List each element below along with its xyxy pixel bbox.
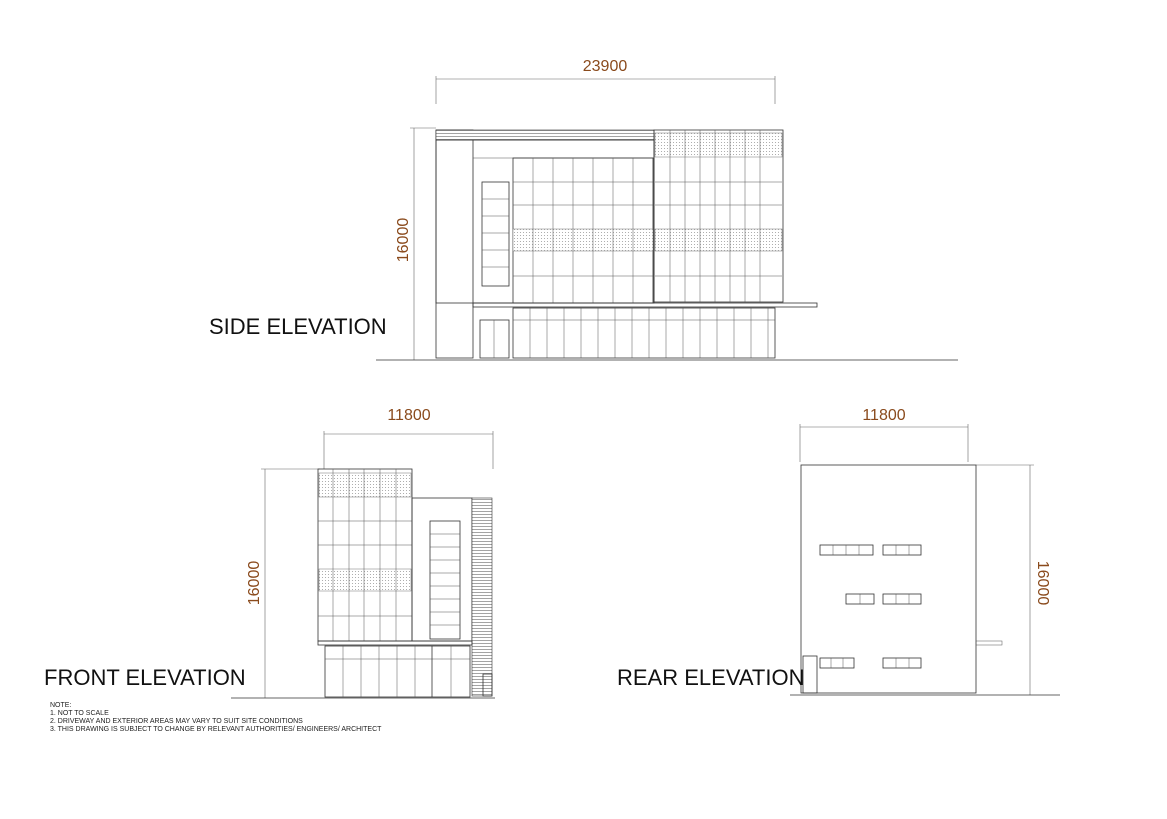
note-item-3: 3. THIS DRAWING IS SUBJECT TO CHANGE BY … — [50, 726, 382, 733]
side-upper-mass — [435, 139, 655, 304]
front-louver-screen — [471, 497, 493, 697]
side-stair-window — [481, 181, 510, 287]
note-item-2: 2. DRIVEWAY AND EXTERIOR AREAS MAY VARY … — [50, 718, 303, 725]
front-canopy — [317, 640, 473, 646]
front-elevation-title: FRONT ELEVATION — [44, 665, 246, 690]
front-width-dimension: 11800 — [323, 407, 494, 469]
side-canopy — [472, 302, 818, 308]
rear-elevation-title: REAR ELEVATION — [617, 665, 804, 690]
notes-heading: NOTE: — [50, 702, 71, 709]
side-height-dim-label: 16000 — [395, 218, 412, 263]
front-ground-floor — [324, 645, 471, 698]
front-stair-core — [411, 497, 473, 642]
side-width-dim-label: 23900 — [583, 58, 628, 75]
front-width-dim-label: 11800 — [387, 407, 430, 424]
rear-width-dimension: 11800 — [799, 407, 969, 462]
front-curtain-wall — [317, 468, 413, 642]
side-right-block — [653, 129, 784, 303]
front-height-dim-label: 16000 — [246, 561, 263, 606]
side-ground-floor — [479, 307, 776, 359]
front-elevation: 11800 16000 — [44, 407, 495, 699]
side-elevation-title: SIDE ELEVATION — [209, 314, 387, 339]
side-curtain-wall-left — [512, 157, 654, 304]
front-side-door — [482, 673, 493, 697]
rear-height-dim-label: 16000 — [1034, 561, 1051, 606]
side-width-dimension: 23900 — [435, 58, 776, 104]
rear-main-wall — [800, 464, 977, 694]
side-height-dimension: 16000 — [395, 127, 436, 360]
note-item-1: 1. NOT TO SCALE — [50, 710, 109, 717]
rear-door — [802, 655, 818, 694]
drawing-notes: NOTE: 1. NOT TO SCALE 2. DRIVEWAY AND EX… — [50, 702, 382, 733]
rear-width-dim-label: 11800 — [862, 407, 905, 424]
front-height-dimension: 16000 — [246, 468, 320, 698]
rear-windows — [819, 544, 922, 669]
side-left-wall — [435, 129, 474, 359]
rear-height-dimension: 16000 — [976, 464, 1051, 695]
side-roof-louver — [435, 129, 655, 141]
rear-elevation: 11800 16000 — [617, 407, 1060, 696]
side-elevation: 23900 16000 — [209, 58, 958, 361]
rear-side-ledge — [975, 640, 1003, 646]
